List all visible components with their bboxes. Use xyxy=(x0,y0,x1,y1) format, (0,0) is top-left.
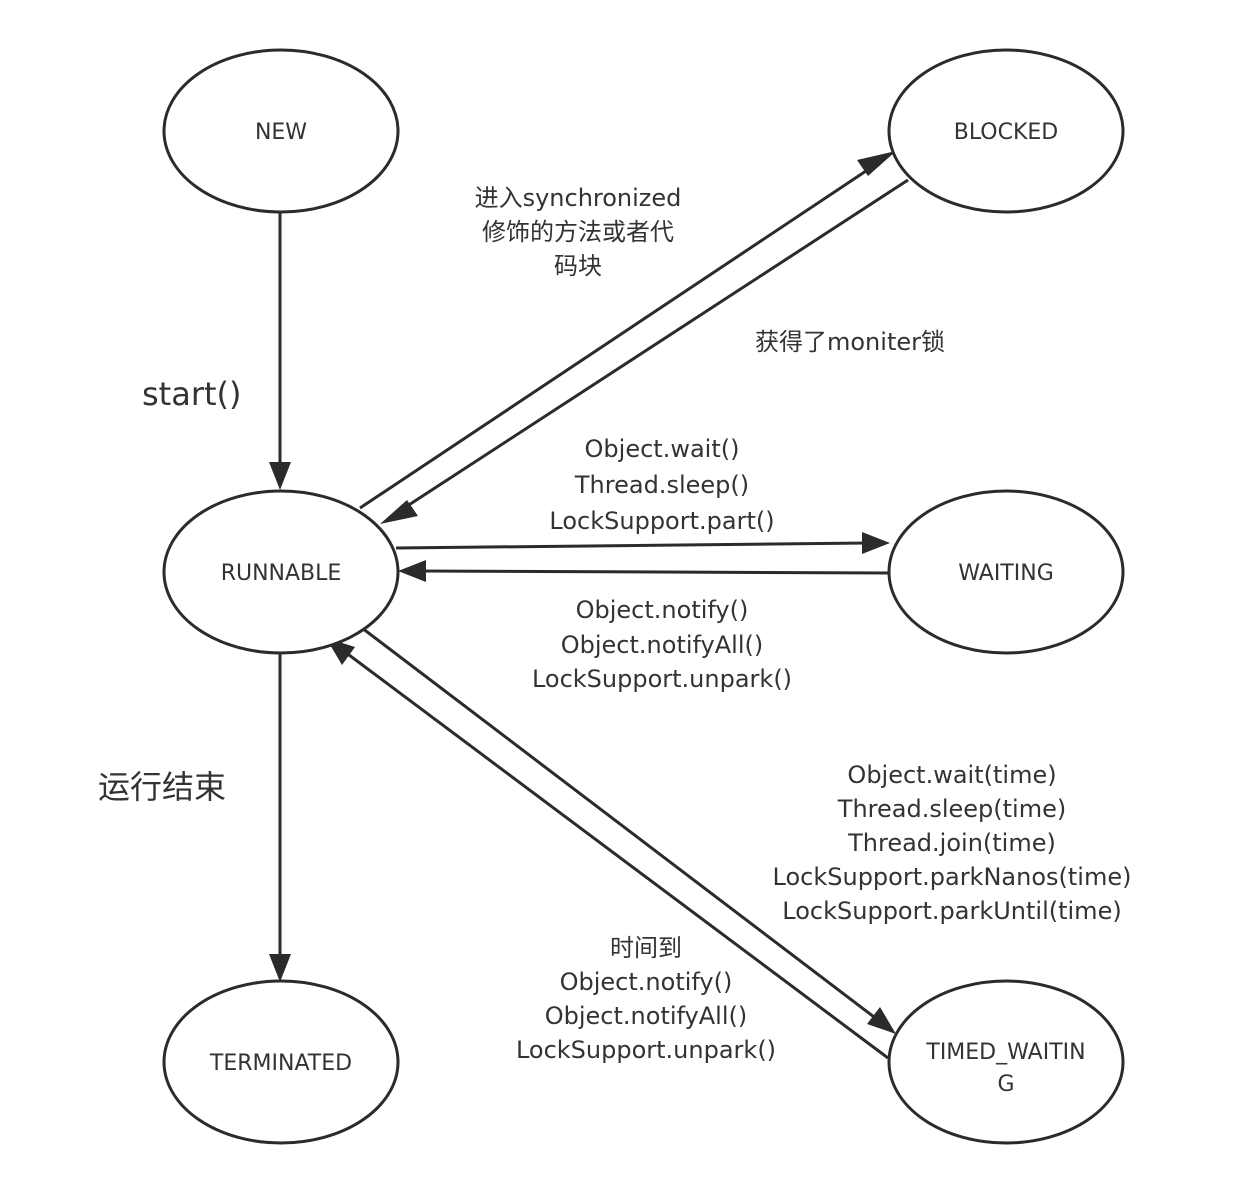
state-terminated-label: TERMINATED xyxy=(209,1051,352,1076)
label-to-waiting-line-2: Thread.sleep() xyxy=(574,471,749,499)
label-to-blocked: 进入synchronized 修饰的方法或者代 码块 xyxy=(475,184,682,280)
edge-blocked-to-runnable xyxy=(397,178,909,514)
label-from-timed-waiting-line-2: Object.notify() xyxy=(560,968,733,996)
label-to-waiting-line-1: Object.wait() xyxy=(585,435,740,463)
state-blocked-node xyxy=(887,48,1125,214)
label-from-timed-waiting: 时间到 Object.notify() Object.notifyAll() L… xyxy=(516,934,776,1064)
arrowhead-terminated xyxy=(269,954,291,982)
label-to-timed-waiting-line-3: Thread.join(time) xyxy=(847,829,1056,857)
edge-runnable-to-blocked xyxy=(359,161,879,510)
state-runnable-node xyxy=(162,489,400,655)
label-to-timed-waiting-line-2: Thread.sleep(time) xyxy=(837,795,1066,823)
edges xyxy=(269,151,909,1060)
state-terminated-node xyxy=(162,979,400,1145)
state-waiting-label: WAITING xyxy=(958,561,1054,586)
state-runnable: RUNNABLE xyxy=(162,489,400,655)
label-to-waiting: Object.wait() Thread.sleep() LockSupport… xyxy=(549,435,774,535)
label-to-timed-waiting-line-5: LockSupport.parkUntil(time) xyxy=(782,897,1121,925)
label-from-waiting-line-1: Object.notify() xyxy=(576,596,749,624)
state-timed-waiting: TIMED_WAITIN G xyxy=(887,979,1125,1145)
state-timed-waiting-node xyxy=(887,979,1125,1145)
label-from-blocked: 获得了moniter锁 xyxy=(755,328,945,356)
state-waiting: WAITING xyxy=(887,489,1125,655)
state-new-node xyxy=(162,48,400,214)
label-run-end: 运行结束 xyxy=(98,768,226,806)
state-blocked: BLOCKED xyxy=(887,48,1125,214)
label-to-timed-waiting-line-4: LockSupport.parkNanos(time) xyxy=(773,863,1132,891)
label-to-blocked-line-1: 进入synchronized xyxy=(475,184,682,212)
state-new: NEW xyxy=(162,48,400,214)
label-to-timed-waiting-line-1: Object.wait(time) xyxy=(847,761,1056,789)
edge-waiting-to-runnable xyxy=(419,569,891,575)
edge-runnable-to-timed-waiting xyxy=(361,626,879,1022)
label-from-waiting-line-2: Object.notifyAll() xyxy=(561,631,763,659)
state-runnable-label: RUNNABLE xyxy=(221,561,342,586)
state-timed-waiting-label-line-1: TIMED_WAITIN xyxy=(925,1040,1085,1065)
state-waiting-node xyxy=(887,489,1125,655)
label-from-timed-waiting-line-1: 时间到 xyxy=(610,934,682,962)
edge-runnable-to-waiting xyxy=(395,541,869,550)
label-start: start() xyxy=(142,375,242,413)
arrowhead-timed-waiting xyxy=(867,1007,896,1034)
state-terminated: TERMINATED xyxy=(162,979,400,1145)
label-to-blocked-line-3: 码块 xyxy=(554,252,602,280)
edge-timed-waiting-to-runnable xyxy=(344,650,889,1060)
label-from-waiting: Object.notify() Object.notifyAll() LockS… xyxy=(532,596,792,693)
arrowhead-waiting xyxy=(862,532,890,554)
label-to-waiting-line-3: LockSupport.part() xyxy=(549,507,774,535)
label-from-waiting-line-3: LockSupport.unpark() xyxy=(532,665,792,693)
arrowhead-runnable-from-new xyxy=(269,462,291,490)
arrowhead-runnable-from-blocked xyxy=(380,500,418,524)
label-from-timed-waiting-line-4: LockSupport.unpark() xyxy=(516,1036,776,1064)
state-new-label: NEW xyxy=(255,120,307,145)
arrowhead-blocked xyxy=(857,151,896,176)
state-timed-waiting-label-line-2: G xyxy=(997,1072,1014,1097)
arrowhead-runnable-from-waiting xyxy=(398,560,426,582)
label-to-blocked-line-2: 修饰的方法或者代 xyxy=(482,218,674,246)
state-blocked-label: BLOCKED xyxy=(954,120,1059,145)
label-to-timed-waiting: Object.wait(time) Thread.sleep(time) Thr… xyxy=(773,761,1132,925)
label-from-timed-waiting-line-3: Object.notifyAll() xyxy=(545,1002,747,1030)
